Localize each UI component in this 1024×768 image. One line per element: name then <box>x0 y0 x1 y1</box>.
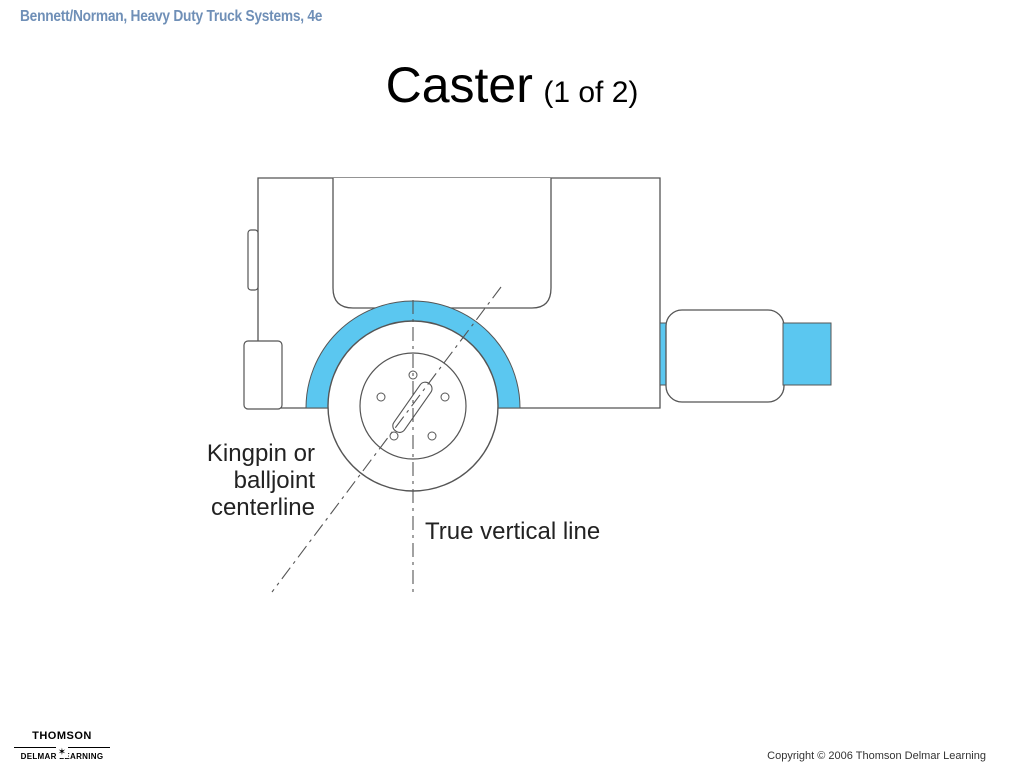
kingpin-label-line1: Kingpin or <box>206 440 315 467</box>
slide-title: Caster (1 of 2) <box>0 56 1024 114</box>
kingpin-centerline <box>271 286 502 593</box>
kingpin-label: Kingpin or balljoint centerline <box>193 440 315 521</box>
truck-cab <box>332 178 552 309</box>
star-icon: ✶ <box>55 747 69 758</box>
book-title: Bennett/Norman, Heavy Duty Truck Systems… <box>20 8 323 25</box>
front-box <box>665 309 785 403</box>
slide-title-main: Caster <box>385 57 533 113</box>
kingpin-label-line2: balljoint <box>233 467 315 494</box>
publisher-logo: THOMSON ✶ DELMAR LEARNING <box>12 730 112 761</box>
true-vertical-label: True vertical line <box>425 518 601 545</box>
publisher-logo-line1: THOMSON <box>32 730 92 742</box>
lug-hole <box>440 392 450 402</box>
copyright-notice: Copyright © 2006 Thomson Delmar Learning <box>767 750 986 762</box>
rear-tab <box>247 229 259 291</box>
lug-hole <box>427 431 437 441</box>
lug-hole <box>389 431 399 441</box>
front-bumper <box>782 322 832 386</box>
publisher-logo-rule: ✶ <box>12 742 112 758</box>
slide-title-subtitle: (1 of 2) <box>543 76 639 109</box>
lug-hole <box>376 392 386 402</box>
kingpin-label-line3: centerline <box>210 494 315 521</box>
rear-lower-box <box>243 340 283 410</box>
